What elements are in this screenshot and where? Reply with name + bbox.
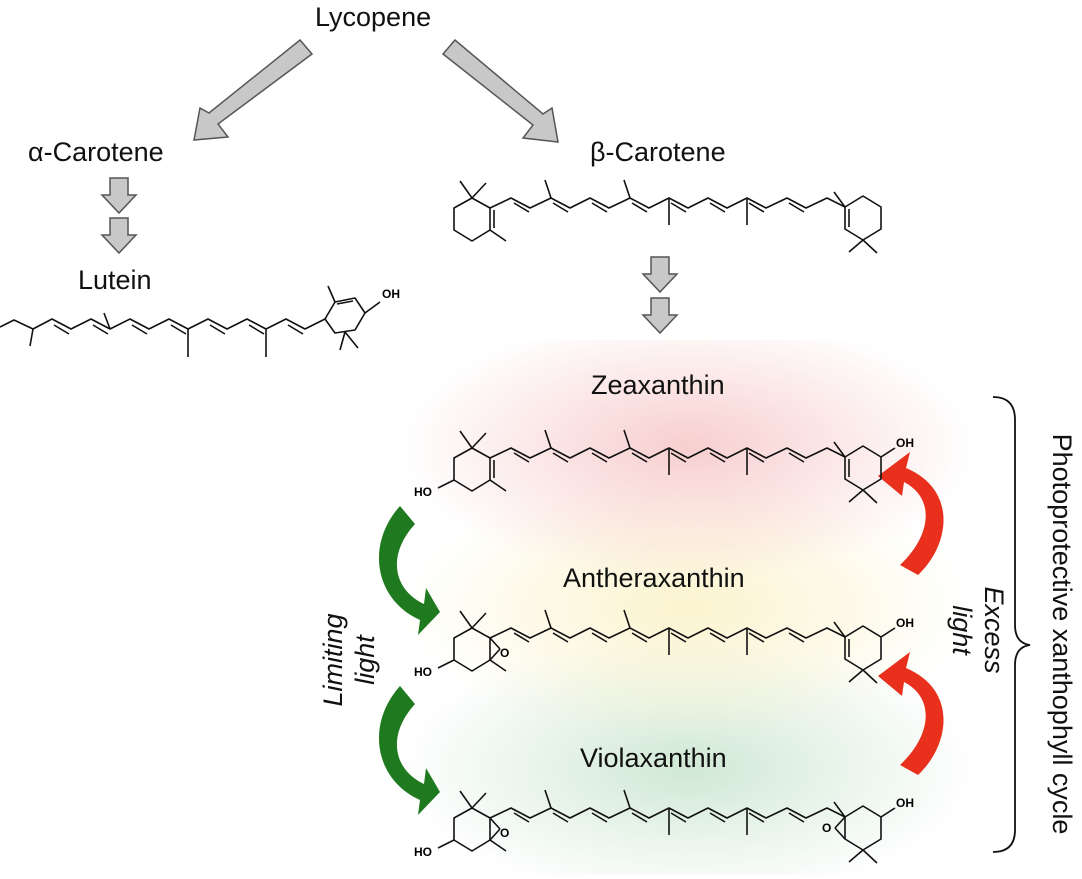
label-alpha-carotene: α-Carotene bbox=[28, 137, 164, 167]
violaxanthin-epoxide-o-right: O bbox=[822, 821, 831, 835]
arrow-viola-to-anth-red bbox=[878, 652, 944, 775]
arrow-zea-to-anth-green bbox=[378, 506, 440, 635]
cycle-bracket bbox=[992, 396, 1031, 853]
arrow-intermediate-to-zeaxanthin bbox=[641, 297, 679, 335]
label-zeaxanthin: Zeaxanthin bbox=[591, 370, 725, 400]
limiting-light-label: Limiting light bbox=[317, 590, 387, 730]
antheraxanthin-epoxide-o: O bbox=[500, 646, 509, 660]
arrow-lycopene-to-alpha bbox=[193, 38, 314, 141]
violaxanthin-oh-right: OH bbox=[896, 796, 914, 810]
arrow-anth-to-zea-red bbox=[878, 452, 944, 575]
label-violaxanthin: Violaxanthin bbox=[580, 743, 727, 773]
arrow-anth-to-viola-green bbox=[378, 686, 440, 815]
arrow-alpha-to-intermediate bbox=[100, 177, 138, 215]
label-antheraxanthin: Antheraxanthin bbox=[563, 563, 745, 593]
violaxanthin-ho-left: HO bbox=[414, 845, 432, 859]
label-beta-carotene: β-Carotene bbox=[590, 137, 726, 167]
antheraxanthin-ho-left: HO bbox=[414, 665, 432, 679]
arrow-lycopene-to-beta bbox=[441, 38, 559, 143]
arrow-intermediate-to-lutein bbox=[100, 217, 138, 255]
lutein-oh-label: OH bbox=[382, 287, 400, 301]
lutein-structure bbox=[0, 285, 381, 357]
label-lycopene: Lycopene bbox=[315, 2, 432, 32]
violaxanthin-structure bbox=[437, 789, 896, 864]
zeaxanthin-oh-right: OH bbox=[896, 436, 914, 450]
zeaxanthin-ho-left: HO bbox=[414, 485, 432, 499]
violaxanthin-epoxide-o-left: O bbox=[500, 826, 509, 840]
cycle-label: Photoprotective xanthophyll cycle bbox=[1047, 433, 1077, 835]
limiting-light-line2: light bbox=[350, 635, 380, 685]
excess-light-label: Excess light bbox=[940, 560, 1010, 700]
label-lutein: Lutein bbox=[78, 265, 152, 295]
antheraxanthin-oh-right: OH bbox=[896, 616, 914, 630]
arrow-beta-to-intermediate bbox=[641, 256, 679, 294]
limiting-light-line1: Limiting bbox=[318, 613, 348, 707]
cycle-background bbox=[355, 340, 995, 875]
excess-light-line1: Excess bbox=[979, 586, 1009, 674]
excess-light-line2: light bbox=[947, 605, 977, 655]
antheraxanthin-structure bbox=[437, 609, 896, 684]
beta-carotene-structure bbox=[453, 179, 882, 254]
zeaxanthin-structure bbox=[437, 429, 896, 504]
